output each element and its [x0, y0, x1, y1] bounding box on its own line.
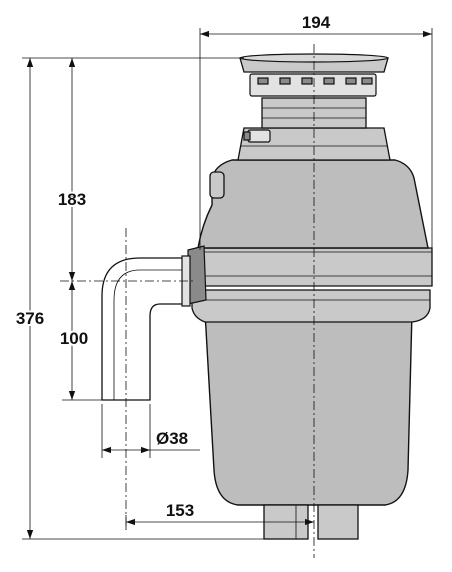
- disposer-unit: [187, 53, 433, 540]
- dim-height-outlet-label: 100: [60, 329, 88, 348]
- mount-ring-slots: [257, 77, 373, 85]
- dim-outlet-diameter-label: Ø38: [156, 429, 188, 448]
- dim-width-top-label: 194: [302, 13, 331, 32]
- motor-band: [191, 247, 433, 287]
- dim-outlet-offset: 153: [126, 501, 314, 526]
- collar-latch-pin: [243, 131, 251, 141]
- side-bracket: [187, 245, 207, 305]
- canister-rim: [191, 289, 431, 323]
- dim-outlet-offset-label: 153: [166, 501, 194, 520]
- collar-latch: [247, 129, 271, 143]
- dim-height-upper-label: 183: [58, 190, 86, 209]
- dim-height-total-label: 376: [16, 309, 44, 328]
- motor-housing: [197, 159, 429, 249]
- lower-canister: [204, 311, 413, 506]
- bottom-foot-right: [317, 504, 359, 540]
- dim-width-top: 194: [200, 13, 432, 38]
- elbow-pipe: [101, 257, 189, 401]
- mount-ring: [249, 73, 377, 97]
- dim-outlet-diameter: Ø38: [102, 429, 200, 454]
- outlet-elbow-pipe: [101, 255, 191, 401]
- dim-height-upper: 183: [56, 58, 88, 281]
- dim-height-total: 376: [14, 58, 46, 539]
- dim-height-outlet: 100: [58, 281, 90, 400]
- side-knob: [209, 171, 225, 199]
